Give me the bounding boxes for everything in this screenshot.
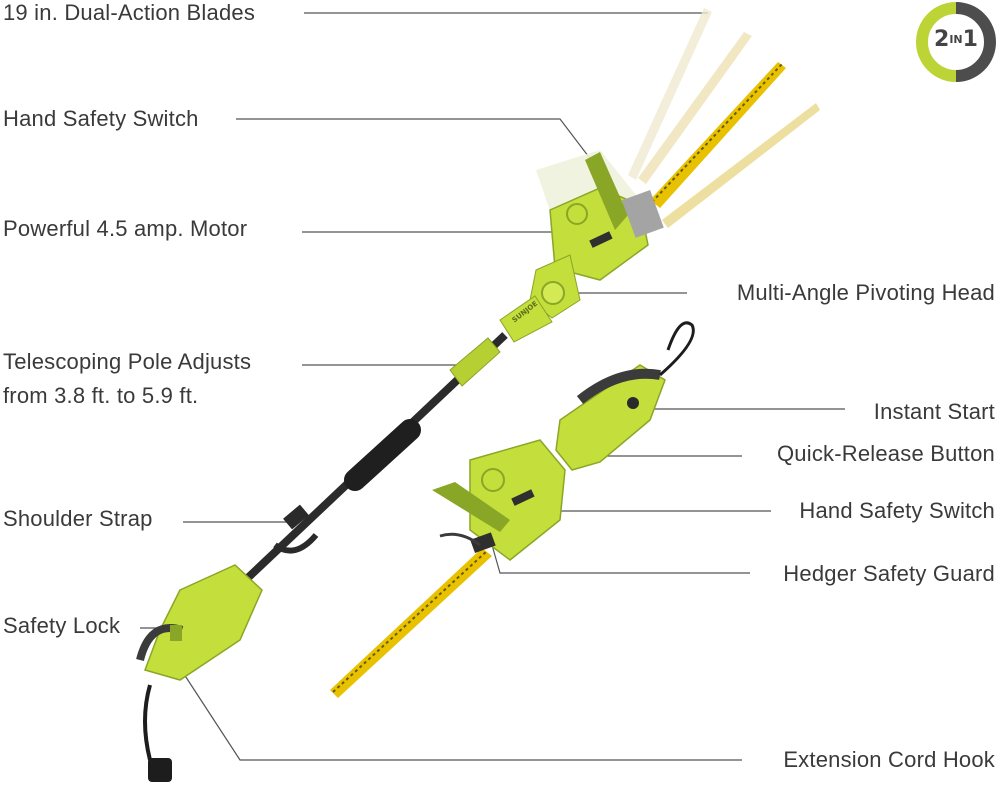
- detached-handle: [555, 321, 695, 471]
- label-cord-hook: Extension Cord Hook: [783, 747, 995, 772]
- shoulder-strap-clip: [273, 504, 319, 554]
- label-quick-release: Quick-Release Button: [777, 441, 995, 466]
- label-motor: Powerful 4.5 amp. Motor: [3, 216, 248, 241]
- leader-lines: [140, 12, 845, 761]
- badge-label: 2IN1: [934, 27, 978, 52]
- leader-cord-hook: [179, 667, 742, 761]
- label-telescoping-line2: from 3.8 ft. to 5.9 ft.: [3, 383, 199, 408]
- label-hedger-guard: Hedger Safety Guard: [783, 561, 995, 586]
- bottom-body: [432, 439, 566, 561]
- label-telescoping-line1: Telescoping Pole Adjusts: [3, 349, 252, 374]
- pivot-joint: [499, 254, 581, 343]
- label-pivoting-head: Multi-Angle Pivoting Head: [736, 280, 995, 305]
- label-hand-safety-top: Hand Safety Switch: [3, 106, 199, 131]
- two-in-one-badge: [916, 2, 996, 82]
- main-blade: [650, 62, 786, 208]
- label-instant-start: Instant Start: [873, 399, 995, 424]
- leader-hand-safety-top: [236, 118, 596, 166]
- label-safety-lock: Safety Lock: [3, 613, 121, 638]
- leader-hedger-guard: [491, 544, 750, 574]
- label-blades: 19 in. Dual-Action Blades: [3, 0, 256, 25]
- label-hand-safety-bottom: Hand Safety Switch: [799, 498, 995, 523]
- telescoping-pole: [232, 332, 508, 593]
- motor-head: [549, 152, 664, 281]
- rear-handle: [136, 564, 263, 782]
- bottom-blade: [330, 548, 492, 698]
- label-shoulder-strap: Shoulder Strap: [3, 506, 153, 531]
